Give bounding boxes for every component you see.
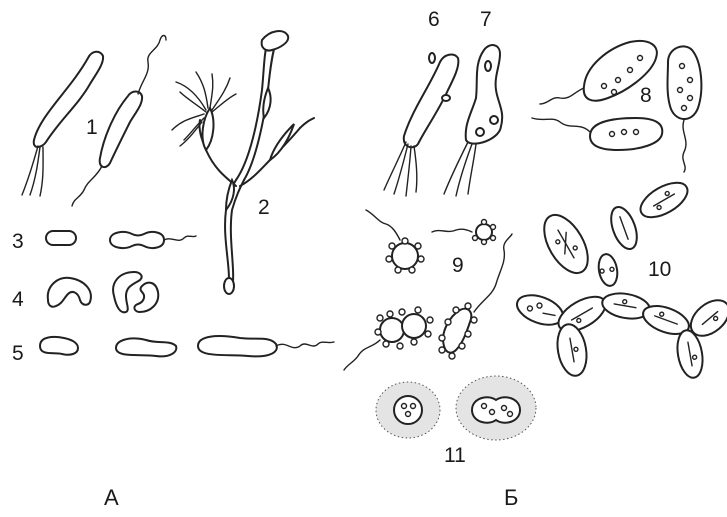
label-6: 6 — [428, 8, 440, 31]
label-10: 10 — [648, 258, 671, 281]
label-5: 5 — [12, 342, 24, 365]
branched-filament-2 — [172, 31, 314, 294]
label-1: 1 — [86, 116, 98, 139]
vibrio-forms-4 — [48, 272, 158, 312]
bacteria-chain-10 — [513, 176, 727, 380]
bacterium-6 — [384, 53, 458, 196]
label-11: 11 — [444, 444, 466, 467]
bacteria-9 — [344, 210, 512, 370]
bacterium-7 — [444, 45, 502, 196]
label-7: 7 — [480, 8, 492, 31]
panel-label-a: А — [104, 485, 119, 510]
panel-label-b: Б — [504, 485, 518, 510]
rod-bacteria-5 — [40, 336, 334, 356]
label-2: 2 — [258, 196, 270, 219]
label-8: 8 — [640, 84, 652, 107]
bacteria-8 — [532, 41, 701, 172]
label-3: 3 — [12, 230, 24, 253]
capsulated-bacteria-11 — [376, 376, 536, 440]
small-rod-bacteria-3 — [46, 231, 196, 248]
label-4: 4 — [12, 288, 24, 311]
label-9: 9 — [452, 254, 464, 277]
